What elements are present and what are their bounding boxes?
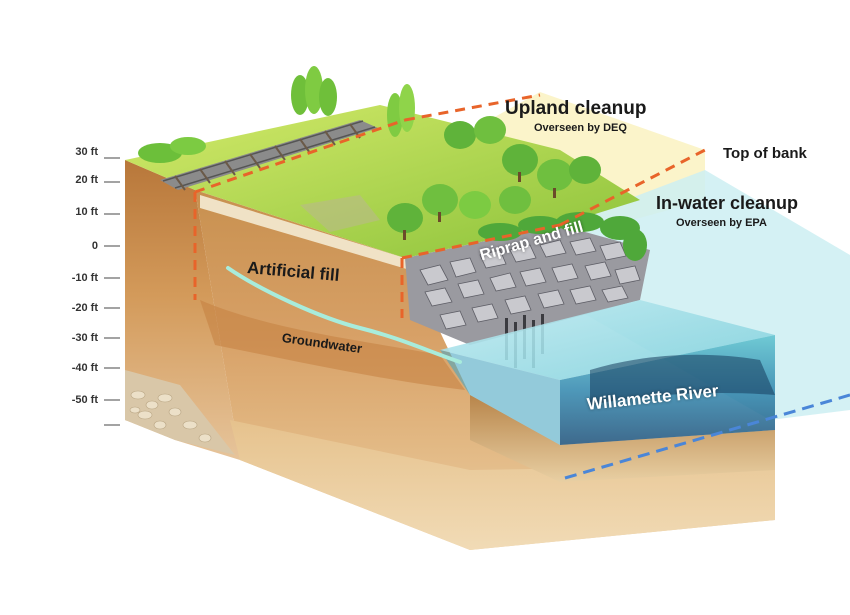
depth-label: 30 ft xyxy=(75,146,98,158)
gravel-band xyxy=(200,195,410,270)
shrub-left xyxy=(138,137,206,163)
inwater-cleanup-subtitle: Overseen by EPA xyxy=(676,217,767,229)
depth-label: -30 ft xyxy=(71,332,98,344)
depth-label: -20 ft xyxy=(71,302,98,314)
top-of-bank-label: Top of bank xyxy=(723,145,807,162)
bank-vegetation xyxy=(478,212,647,261)
depth-label: -40 ft xyxy=(71,362,98,374)
depth-label: -50 ft xyxy=(71,394,98,406)
upland-cleanup-subtitle: Overseen by DEQ xyxy=(534,122,627,134)
depth-label: -10 ft xyxy=(71,272,98,284)
depth-scale xyxy=(104,157,120,426)
groundwater-line xyxy=(226,266,462,364)
grass-surface xyxy=(125,105,640,258)
inwater-boundary-line xyxy=(564,393,850,480)
inwater-cleanup-title: In-water cleanup xyxy=(656,193,799,213)
fill-dirt-patch xyxy=(300,195,380,232)
depth-label: 0 xyxy=(91,240,98,252)
railroad-track-icon xyxy=(160,120,378,191)
riprap-rocks xyxy=(419,237,641,330)
depth-label: 10 ft xyxy=(75,206,98,218)
tree-grove xyxy=(387,116,601,240)
river-water-left xyxy=(440,350,560,445)
clay-band xyxy=(200,300,465,390)
upland-cleanup-title: Upland cleanup xyxy=(505,98,647,119)
depth-label: 20 ft xyxy=(75,174,98,186)
riverbed xyxy=(470,395,775,482)
river-channel-dark xyxy=(590,354,775,405)
river-water-surface xyxy=(440,300,775,380)
left-gravel-stones xyxy=(129,390,212,443)
deep-sand-layer xyxy=(230,420,775,550)
upland-boundary-line xyxy=(193,93,706,318)
